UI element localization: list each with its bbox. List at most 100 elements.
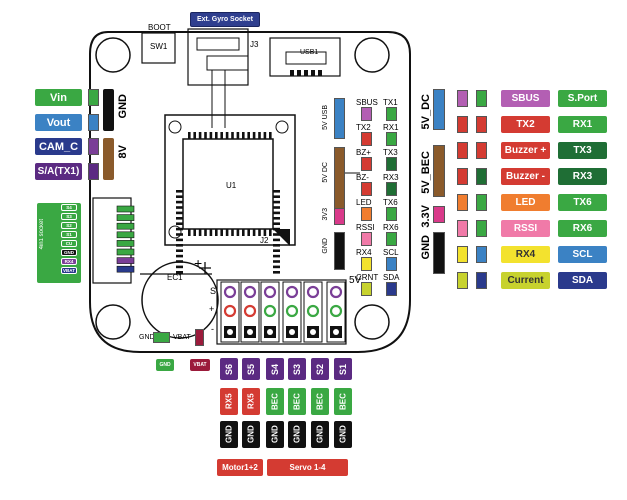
vbat-battery-tag: VBAT bbox=[190, 359, 210, 371]
pad-label-rx1: RX1 bbox=[383, 123, 399, 132]
right-pad-a-5 bbox=[457, 220, 468, 237]
pad-tx6 bbox=[386, 207, 397, 221]
vout-pad bbox=[88, 114, 99, 131]
right-label-sport: S.Port bbox=[558, 90, 607, 107]
right-pad-a-3 bbox=[457, 168, 468, 185]
gnd-mid-pad bbox=[334, 232, 345, 270]
pad-label-crnt: CRNT bbox=[356, 273, 379, 282]
right-label-scl: SCL bbox=[558, 246, 607, 263]
mcu-pins bbox=[176, 132, 280, 274]
j2-label: J2 bbox=[260, 236, 269, 245]
pad-label-tx1: TX1 bbox=[383, 98, 398, 107]
pad-label-rssi: RSSI bbox=[356, 223, 375, 232]
mount-hole-tl bbox=[95, 37, 131, 73]
v5bec-header: 5V_BEC bbox=[420, 151, 432, 194]
mcu-label: U1 bbox=[226, 181, 237, 190]
esc-socket-pin-rx4: RX4 bbox=[61, 258, 77, 265]
gnd-tag-4: GND bbox=[311, 421, 329, 448]
sw1-label: SW1 bbox=[150, 42, 168, 51]
fivev-usb-label: 5V USB bbox=[322, 105, 329, 130]
vbat-pad bbox=[195, 329, 204, 346]
pad-label-sbus: SBUS bbox=[356, 98, 378, 107]
vbat-pad-label: VBAT bbox=[173, 334, 191, 341]
v5dc-header: 5V_DC bbox=[420, 94, 432, 130]
pad-rx1 bbox=[386, 132, 397, 146]
power-tag-4: BEC bbox=[311, 388, 329, 415]
right-label-led: LED bbox=[501, 194, 550, 211]
sa-tx1-pad bbox=[88, 163, 99, 180]
servo-pin-grid bbox=[220, 281, 346, 343]
j3-label: J3 bbox=[250, 40, 259, 49]
mount-hole-tr bbox=[354, 37, 390, 73]
power-tag-2: BEC bbox=[266, 388, 284, 415]
gnd-tag-1: GND bbox=[242, 421, 260, 448]
gyro-socket-tag: Ext. Gyro Socket bbox=[190, 12, 260, 27]
power-tag-5: BEC bbox=[334, 388, 352, 415]
v33-bar bbox=[433, 206, 445, 223]
right-label-current: Current bbox=[501, 272, 550, 289]
pad-label-rx4: RX4 bbox=[356, 248, 372, 257]
eight-v-label: 8V bbox=[117, 145, 129, 159]
gnd-tag-3: GND bbox=[288, 421, 306, 448]
gnd-tag-0: GND bbox=[220, 421, 238, 448]
signal-tag-s6: S6 bbox=[220, 358, 238, 380]
vin-label: Vin bbox=[35, 89, 82, 106]
vin-pad bbox=[88, 89, 99, 106]
pad-sbus bbox=[361, 107, 372, 121]
pad-label-tx2: TX2 bbox=[356, 123, 371, 132]
fivev-usb-pad bbox=[334, 98, 345, 139]
pad-sda bbox=[386, 282, 397, 296]
threev3-pad bbox=[334, 208, 345, 225]
gnd-battery-tag: GND bbox=[156, 359, 174, 371]
right-pad-a-6 bbox=[457, 246, 468, 263]
gnd-pad-label: GND bbox=[139, 334, 155, 341]
gnd-pad bbox=[153, 332, 170, 343]
motor-tag: Motor1+2 bbox=[217, 459, 263, 476]
pad-label-scl: SCL bbox=[383, 248, 399, 257]
esc-socket-pin-s1: S1 bbox=[61, 231, 77, 238]
sa-tx1-label: S/A(TX1) bbox=[35, 163, 82, 180]
pad-label-bz: BZ- bbox=[356, 173, 369, 182]
signal-tag-s1: S1 bbox=[334, 358, 352, 380]
pad-label-rx6: RX6 bbox=[383, 223, 399, 232]
v5bec-bar bbox=[433, 145, 445, 197]
right-pad-a-7 bbox=[457, 272, 468, 289]
right-label-rx6: RX6 bbox=[558, 220, 607, 237]
cap-plus-label: + bbox=[194, 255, 203, 271]
five-v-label: 5V bbox=[349, 275, 362, 286]
mount-hole-br bbox=[354, 304, 390, 340]
pad-bz bbox=[361, 157, 372, 171]
gnd-right-bar bbox=[433, 232, 445, 274]
right-pad-a-4 bbox=[457, 194, 468, 211]
right-label-tx6: TX6 bbox=[558, 194, 607, 211]
gnd-mid-label: GND bbox=[322, 238, 329, 254]
boot-switch bbox=[141, 32, 176, 64]
pad-label-tx6: TX6 bbox=[383, 198, 398, 207]
right-label-buzzer: Buzzer - bbox=[501, 168, 550, 185]
usb1-label: USB1 bbox=[300, 49, 319, 56]
gnd-label-left: GND bbox=[117, 94, 129, 119]
right-label-tx3: TX3 bbox=[558, 142, 607, 159]
gnd-tag-5: GND bbox=[334, 421, 352, 448]
right-pad-b-1 bbox=[476, 116, 487, 133]
signal-tag-s5: S5 bbox=[242, 358, 260, 380]
right-pad-a-0 bbox=[457, 90, 468, 107]
eight-v-strip: 8V bbox=[103, 138, 114, 180]
gnd-tag-2: GND bbox=[266, 421, 284, 448]
signal-tag-s2: S2 bbox=[311, 358, 329, 380]
v33-header: 3.3V bbox=[420, 205, 432, 228]
pad-label-tx3: TX3 bbox=[383, 148, 398, 157]
signal-tag-s3: S3 bbox=[288, 358, 306, 380]
fivev-dc-pad bbox=[334, 147, 345, 211]
servo-header-frame bbox=[216, 279, 347, 345]
capacitor-ec1 bbox=[141, 261, 219, 339]
v5dc-bar bbox=[433, 89, 445, 130]
pad-scl bbox=[386, 257, 397, 271]
servo-s-label: S bbox=[210, 286, 217, 296]
right-pad-b-4 bbox=[476, 194, 487, 211]
pad-crnt bbox=[361, 282, 372, 296]
pad-bz bbox=[361, 182, 372, 196]
